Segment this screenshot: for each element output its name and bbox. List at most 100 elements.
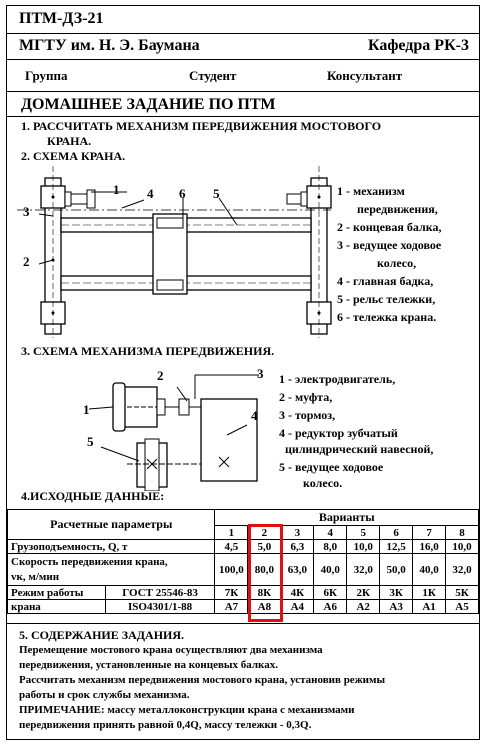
- gost-cell: 3К: [379, 585, 414, 600]
- mechanism-legend-line: 4 - редуктор зубчатый: [279, 426, 398, 440]
- section5-line: работы и срок службы механизма.: [19, 689, 190, 701]
- crane-legend-line: 3 - ведущее ходовое: [337, 238, 442, 252]
- mechanism-legend-line: колесо.: [303, 476, 343, 490]
- mechanism-legend-line: 2 - муфта,: [279, 390, 333, 404]
- capacity-cell: 10,0: [445, 539, 479, 554]
- gost-cell: 7К: [214, 585, 249, 600]
- table-header-row: Расчетные параметры Варианты: [6, 509, 479, 540]
- capacity-cell: 4,5: [214, 539, 249, 554]
- speed-label-line2: vк, м/мин: [11, 570, 60, 583]
- table-row-gost: Режим работы ГОСТ 25546-83 7К 8К 4К 6К 2…: [7, 585, 479, 600]
- iso-cell: А4: [280, 599, 315, 614]
- iso-cell: А3: [379, 599, 414, 614]
- mech-callout-5: 5: [87, 434, 94, 449]
- crane-legend-line: 4 - главная бадка,: [337, 274, 434, 288]
- gost-cell: 8К: [247, 585, 282, 600]
- capacity-label: Грузоподъемность, Q, т: [6, 539, 216, 554]
- capacity-cell: 8,0: [313, 539, 348, 554]
- speed-label-line1: Скорость передвижения крана,: [11, 555, 168, 568]
- header-university-row: МГТУ им. Н. Э. Баумана Кафедра РК-3: [7, 34, 479, 60]
- section5-line: Рассчитать механизм передвижения мостово…: [19, 674, 386, 686]
- crane-callout-5: 5: [213, 186, 220, 201]
- assignment-sheet: ПТМ-ДЗ-21 МГТУ им. Н. Э. Баумана Кафедра…: [6, 5, 480, 740]
- speed-cell: 32,0: [346, 553, 381, 586]
- section1-line1: 1. РАССЧИТАТЬ МЕХАНИЗМ ПЕРЕДВИЖЕНИЯ МОСТ…: [21, 119, 382, 133]
- mech-callout-2: 2: [157, 368, 164, 383]
- university-name: МГТУ им. Н. Э. Баумана: [19, 37, 200, 54]
- capacity-cell: 10,0: [346, 539, 381, 554]
- speed-cell: 100,0: [214, 553, 249, 586]
- student-label: Студент: [189, 68, 237, 83]
- speed-cell: 40,0: [313, 553, 348, 586]
- iso-cell: А2: [346, 599, 381, 614]
- header-code-row: ПТМ-ДЗ-21: [7, 6, 479, 34]
- speed-label: Скорость передвижения крана, vк, м/мин: [6, 553, 216, 586]
- title-divider: [7, 116, 479, 117]
- variant-number: 6: [379, 525, 414, 540]
- iso-cell: А5: [445, 599, 479, 614]
- table-row-iso: крана ISO4301/1-88 А7 А8 А4 А6 А2 А3 А1 …: [7, 599, 479, 614]
- section4-title: 4.ИСХОДНЫЕ ДАННЫЕ:: [21, 489, 165, 503]
- mechanism-legend-line: цилиндрический навесной,: [285, 442, 434, 456]
- iso-cell: А1: [412, 599, 447, 614]
- crane-legend-line: 6 - тележка крана.: [337, 310, 437, 324]
- section5-divider: [7, 623, 479, 624]
- crane-legend-line: 2 - концевая балка,: [337, 220, 442, 234]
- gost-cell: 2К: [346, 585, 381, 600]
- gost-cell: 4К: [280, 585, 315, 600]
- section5-line: передвижения, установленные на концевых …: [19, 659, 278, 671]
- iso-cell: А8: [247, 599, 282, 614]
- crane-legend-line: 5 - рельс тележки,: [337, 292, 436, 306]
- section5-line: ПРИМЕЧАНИЕ: массу металлоконструкции кра…: [19, 704, 355, 716]
- gost-cell: 5К: [445, 585, 479, 600]
- crane-legend-line: передвижения,: [357, 202, 438, 216]
- section5-line: Перемещение мостового крана осуществляют…: [19, 644, 323, 656]
- crane-callout-4: 4: [147, 186, 154, 201]
- section3-title: 3. СХЕМА МЕХАНИЗМА ПЕРЕДВИЖЕНИЯ.: [21, 344, 275, 358]
- crane-callout-2: 2: [23, 254, 30, 269]
- crane-callout-6: 6: [179, 186, 186, 201]
- section5-line: передвижения принять равной 0,4Q, массу …: [19, 719, 312, 731]
- params-header: Расчетные параметры: [6, 509, 216, 540]
- variant-number: 7: [412, 525, 447, 540]
- mechanism-legend-line: 5 - ведущее ходовое: [279, 460, 384, 474]
- mech-callout-3: 3: [257, 366, 264, 381]
- speed-cell: 40,0: [412, 553, 447, 586]
- crane-callout-1: 1: [113, 182, 120, 197]
- crane-scheme-drawing: [17, 166, 332, 338]
- mode-label-line2: крана: [7, 599, 106, 614]
- group-label: Группа: [25, 68, 68, 83]
- parameters-table: Расчетные параметры Варианты 1 2 3 4 5 6…: [6, 509, 479, 614]
- mechanism-scheme-drawing: [88, 374, 259, 491]
- section2-title: 2. СХЕМА КРАНА.: [21, 149, 126, 163]
- gost-label: ГОСТ 25546-83: [104, 585, 216, 600]
- consultant-label: Консультант: [327, 68, 403, 83]
- speed-cell: 50,0: [379, 553, 414, 586]
- capacity-cell: 12,5: [379, 539, 414, 554]
- variant-number: 4: [313, 525, 348, 540]
- mech-callout-4: 4: [251, 408, 258, 423]
- crane-callout-3: 3: [23, 204, 30, 219]
- gost-cell: 1К: [412, 585, 447, 600]
- page-title: ДОМАШНЕЕ ЗАДАНИЕ ПО ПТМ: [21, 96, 276, 113]
- capacity-cell: 16,0: [412, 539, 447, 554]
- capacity-cell: 6,3: [280, 539, 315, 554]
- section1-line2: КРАНА.: [47, 134, 92, 148]
- mode-label-line1: Режим работы: [7, 585, 106, 600]
- variant-number: 5: [346, 525, 381, 540]
- mechanism-legend-line: 1 - электродвигатель,: [279, 372, 396, 386]
- section5-title: 5. СОДЕРЖАНИЕ ЗАДАНИЯ.: [19, 628, 185, 642]
- iso-cell: А6: [313, 599, 348, 614]
- speed-cell: 63,0: [280, 553, 315, 586]
- speed-cell: 32,0: [445, 553, 479, 586]
- iso-label: ISO4301/1-88: [104, 599, 216, 614]
- table-row-speed: Скорость передвижения крана, vк, м/мин 1…: [6, 553, 479, 586]
- variant-number: 8: [445, 525, 479, 540]
- table-row-variants: 1 2 3 4 5 6 7 8: [8, 525, 479, 540]
- gost-cell: 6К: [313, 585, 348, 600]
- table-row-capacity: Грузоподъемность, Q, т 4,5 5,0 6,3 8,0 1…: [6, 539, 479, 554]
- variant-number: 1: [214, 525, 249, 540]
- variant-number: 3: [280, 525, 315, 540]
- mechanism-legend-line: 3 - тормоз,: [279, 408, 336, 422]
- selected-variant-highlight: [248, 524, 283, 622]
